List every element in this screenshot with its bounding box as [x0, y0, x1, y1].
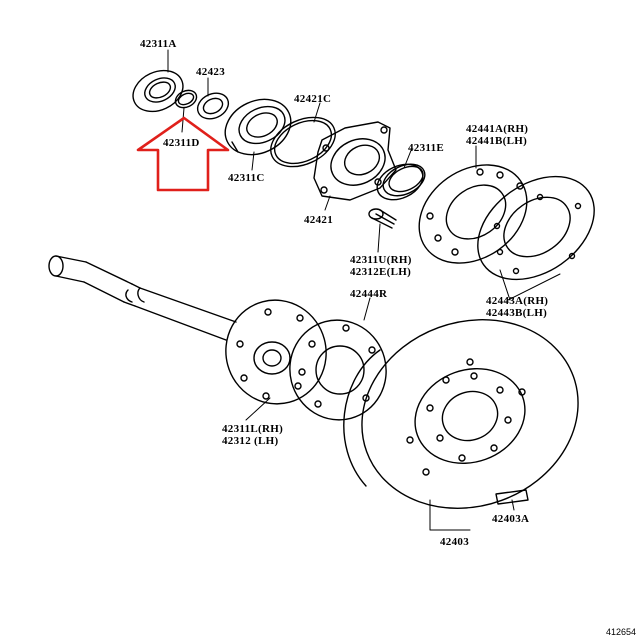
label-42421: 42421 — [304, 214, 333, 226]
label-42403A: 42403A — [492, 513, 530, 525]
gasket-42443 — [458, 155, 613, 301]
label-42403: 42403 — [440, 536, 469, 548]
label-42443A: 42443A(RH) — [486, 295, 549, 307]
highlight-arrow — [138, 118, 228, 190]
retainer-42423 — [193, 88, 232, 123]
label-42443: 42443A(RH) 42443B(LH) — [486, 295, 548, 319]
axle-flange-42311L — [214, 289, 338, 415]
label-42441B: 42441B(LH) — [466, 135, 528, 147]
hub-bolt-42311U — [369, 209, 396, 228]
label-42312-lh: 42312 (LH) — [222, 435, 279, 447]
label-42421C: 42421C — [294, 93, 332, 105]
label-42443B: 42443B(LH) — [486, 307, 548, 319]
snap-ring-42311D — [173, 87, 200, 111]
seal-42311E — [371, 157, 429, 206]
label-42311L: 42311L(RH) 42312 (LH) — [222, 423, 283, 447]
label-42311A: 42311A — [140, 38, 177, 50]
label-42444R: 42444R — [350, 288, 388, 300]
label-42441: 42441A(RH) 42441B(LH) — [466, 123, 528, 147]
spacer-42444R — [279, 309, 398, 430]
label-42311E: 42311E — [408, 142, 445, 154]
bearing-housing-42421 — [314, 122, 396, 200]
plug-42403A — [496, 490, 528, 504]
leader-lines — [168, 50, 560, 530]
axle-shaft — [49, 256, 236, 340]
oil-seal-42311A — [126, 63, 189, 119]
label-42311U-rh: 42311U(RH) — [350, 254, 412, 266]
backing-plate-42441 — [400, 145, 545, 284]
brake-drum-42403 — [335, 290, 605, 538]
label-42311C: 42311C — [228, 172, 265, 184]
label-42312E-lh: 42312E(LH) — [350, 266, 412, 278]
diagram-id: 412654 — [605, 627, 636, 637]
label-42311L-rh: 42311L(RH) — [222, 423, 284, 435]
label-42423: 42423 — [196, 66, 225, 78]
label-42311D: 42311D — [163, 137, 200, 149]
label-42311U: 42311U(RH) 42312E(LH) — [350, 254, 412, 278]
o-ring-42421C — [263, 108, 343, 177]
label-42441A: 42441A(RH) — [466, 123, 529, 135]
bearing-42311C — [216, 89, 300, 165]
